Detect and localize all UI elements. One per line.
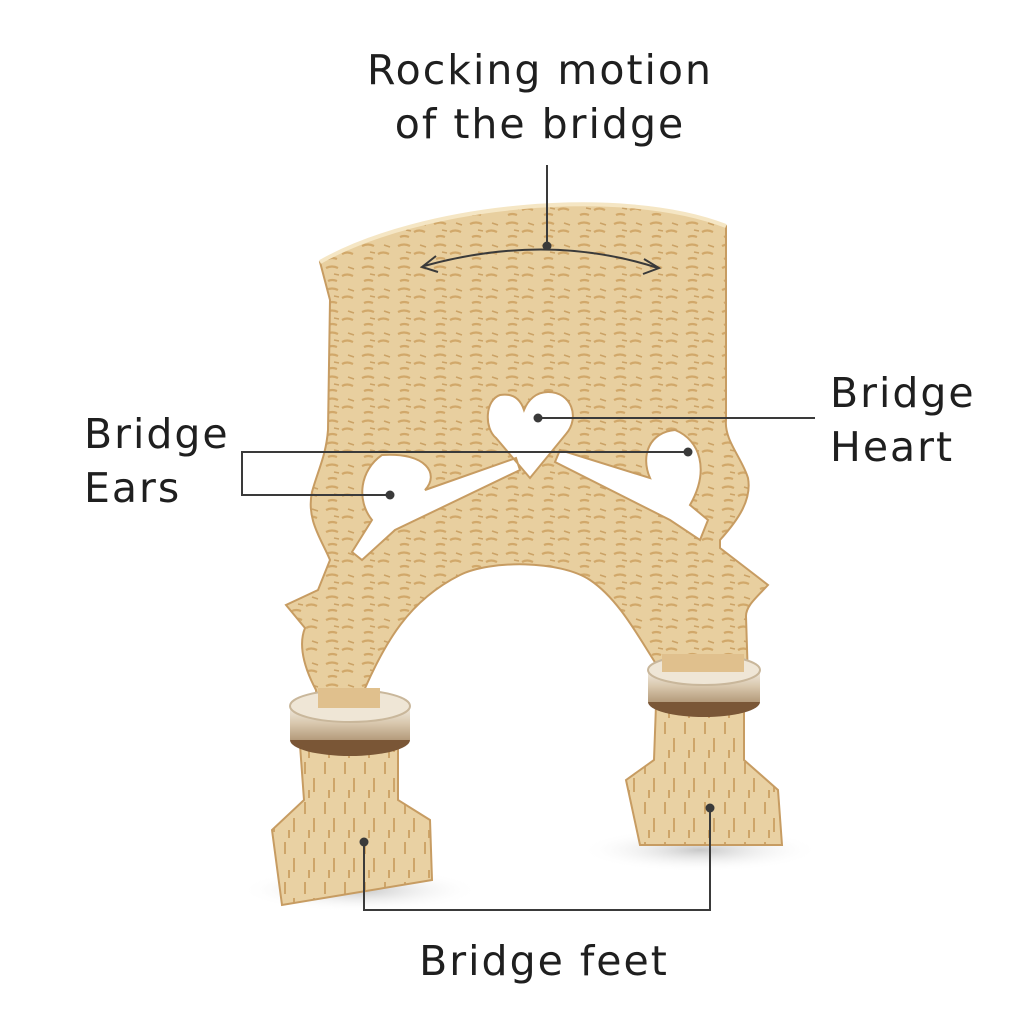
rocking-arrow-arc bbox=[423, 248, 659, 269]
bridge-feet-label: Bridge feet bbox=[0, 934, 1024, 988]
ears-leader-line bbox=[241, 451, 688, 496]
right-foot bbox=[624, 704, 784, 846]
heart-label-line2: Heart bbox=[830, 423, 955, 471]
rocking-arrowhead-left bbox=[419, 255, 439, 273]
bridge-heart-label: Bridge Heart bbox=[830, 366, 976, 474]
left-adjuster bbox=[289, 688, 411, 756]
leader-dots bbox=[359, 241, 715, 847]
bridge-ears-label: Bridge Ears bbox=[84, 407, 230, 515]
leader-lines bbox=[241, 165, 815, 911]
rocking-label-line2: of the bridge bbox=[394, 100, 686, 148]
ears-label-line1: Bridge bbox=[84, 410, 230, 458]
bridge-body bbox=[284, 203, 770, 722]
right-adjuster bbox=[647, 654, 761, 717]
rocking-arrowhead-right bbox=[642, 258, 662, 275]
ears-label-line2: Ears bbox=[84, 464, 182, 512]
rocking-motion-label: Rocking motion of the bridge bbox=[0, 43, 1024, 151]
heart-label-line1: Bridge bbox=[830, 369, 976, 417]
left-foot bbox=[270, 740, 434, 907]
rocking-label-line1: Rocking motion bbox=[366, 46, 713, 94]
feet-label-line1: Bridge feet bbox=[419, 937, 669, 985]
bridge-top-edge bbox=[319, 202, 727, 264]
feet-leader-line bbox=[363, 808, 711, 911]
